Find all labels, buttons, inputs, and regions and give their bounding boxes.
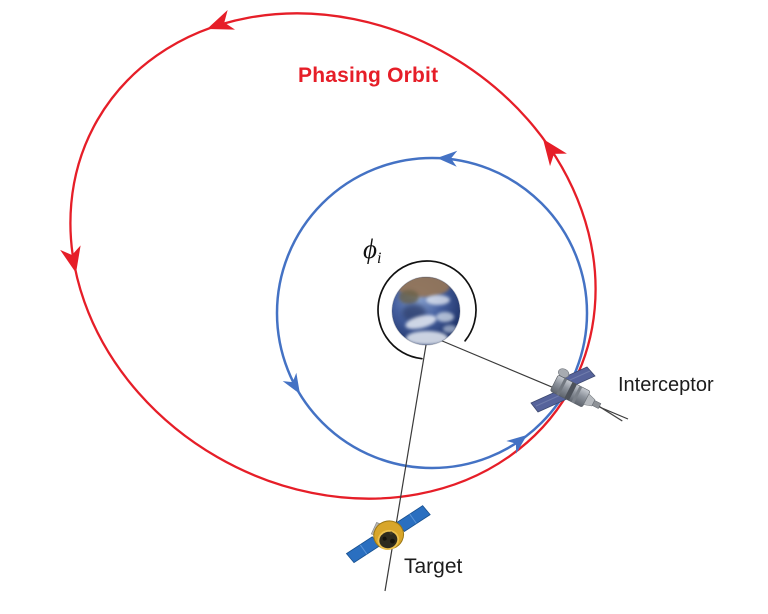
orbit-direction-arrow-icon [60, 245, 81, 273]
target-label: Target [404, 555, 463, 578]
phase-angle-label: ϕi [363, 234, 381, 267]
orbit-direction-arrow-icon [506, 435, 527, 454]
earth-icon [391, 276, 461, 346]
orbit-direction-arrow-icon [282, 372, 300, 394]
orbit-direction-arrow-icon [207, 10, 236, 30]
interceptor-label: Interceptor [618, 374, 714, 396]
phasing-orbit-label: Phasing Orbit [298, 64, 439, 87]
phase-angle-arc [377, 260, 477, 360]
phasing-orbit-path [69, 12, 597, 500]
orbit-direction-arrow-icon [543, 139, 567, 167]
orbit-direction-arrow-icon [437, 150, 458, 167]
interceptor-satellite-icon [530, 366, 623, 422]
circular-orbit-path [275, 156, 589, 470]
phase-angle-subscript: i [376, 250, 382, 267]
target-satellite-icon [345, 505, 431, 564]
phasing-orbit-direction-arrows [60, 10, 567, 273]
phase-angle-symbol: ϕ [363, 234, 377, 264]
circular-orbit-direction-arrows [282, 150, 527, 454]
